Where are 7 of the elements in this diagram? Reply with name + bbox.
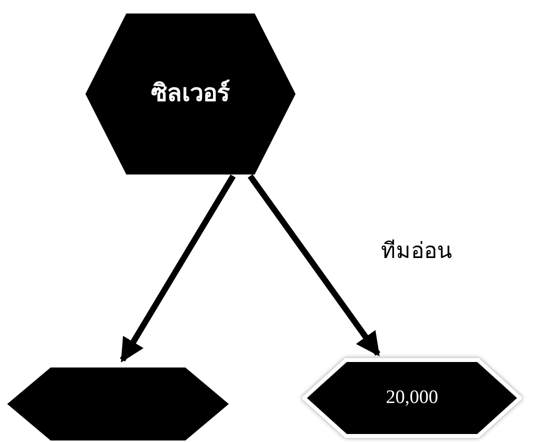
node-text: 20,000 [386,386,438,410]
node-text: ซิลเวอร์ [151,78,230,109]
arrow [120,174,236,362]
hexagon-node [6,366,230,442]
arrow [248,174,380,356]
annotation-text: ทีมอ่อน [381,237,452,265]
hexagon-node [84,12,297,176]
